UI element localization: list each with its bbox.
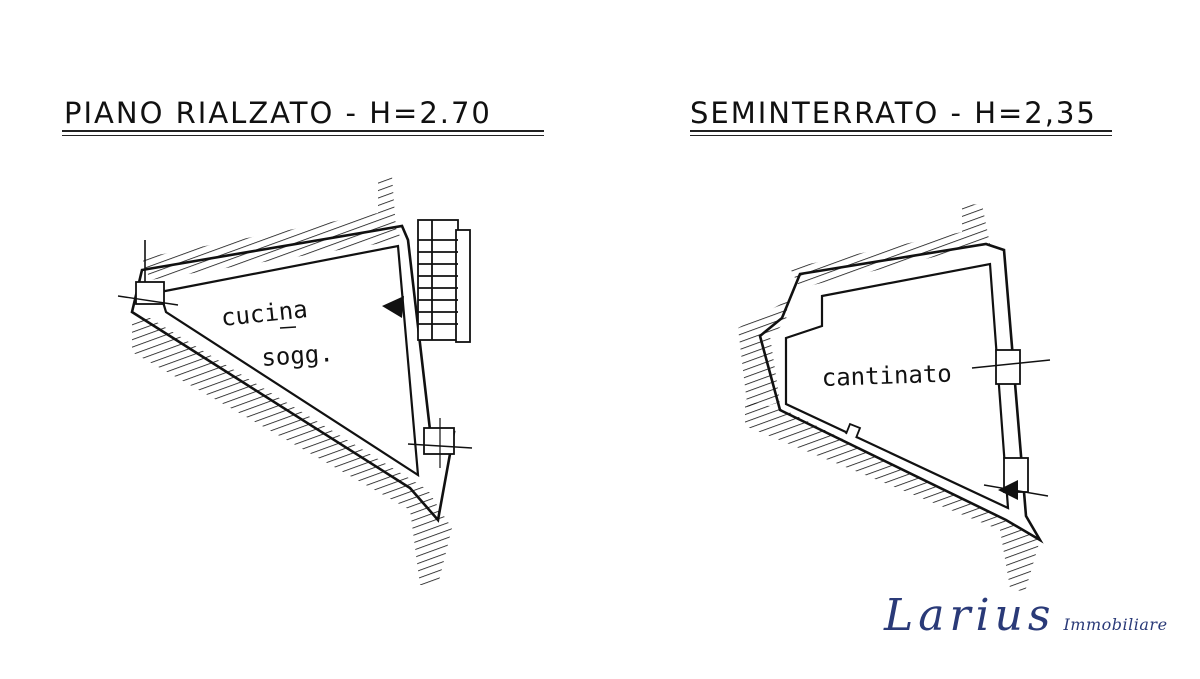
hatched-ground	[738, 300, 788, 412]
window	[995, 349, 1021, 385]
hatched-ground	[745, 400, 1040, 592]
inner-wall	[784, 262, 1010, 510]
window	[423, 427, 455, 455]
hatched-ground	[142, 176, 402, 280]
room-label-sogg: sogg.	[260, 339, 334, 372]
plan-title-piano-rialzato: PIANO RIALZATO - H=2.70	[64, 96, 492, 130]
door-marker	[382, 296, 404, 318]
floor-plan-seminterrato: cantinato	[738, 204, 1051, 592]
room-label-cantinato: cantinato	[821, 359, 952, 392]
title-underline	[62, 135, 544, 136]
door-opening	[845, 422, 862, 439]
watermark-subtitle: Immobiliare	[1063, 615, 1168, 634]
agency-watermark: Larius Immobiliare	[884, 590, 1168, 641]
window	[135, 281, 165, 305]
watermark-brand: Larius	[884, 590, 1056, 641]
title-underline	[690, 135, 1112, 136]
plan-title-seminterrato: SEMINTERRATO - H=2,35	[690, 96, 1097, 130]
hatched-ground	[132, 318, 452, 585]
staircase	[417, 219, 471, 343]
outer-wall	[758, 242, 1044, 544]
door-marker	[998, 480, 1018, 500]
floor-plan-piano-rialzato: cucina sogg.	[117, 176, 473, 585]
hatched-ground	[790, 204, 990, 288]
title-underline	[690, 130, 1112, 132]
title-underline	[62, 130, 544, 132]
inner-wall	[158, 244, 420, 478]
